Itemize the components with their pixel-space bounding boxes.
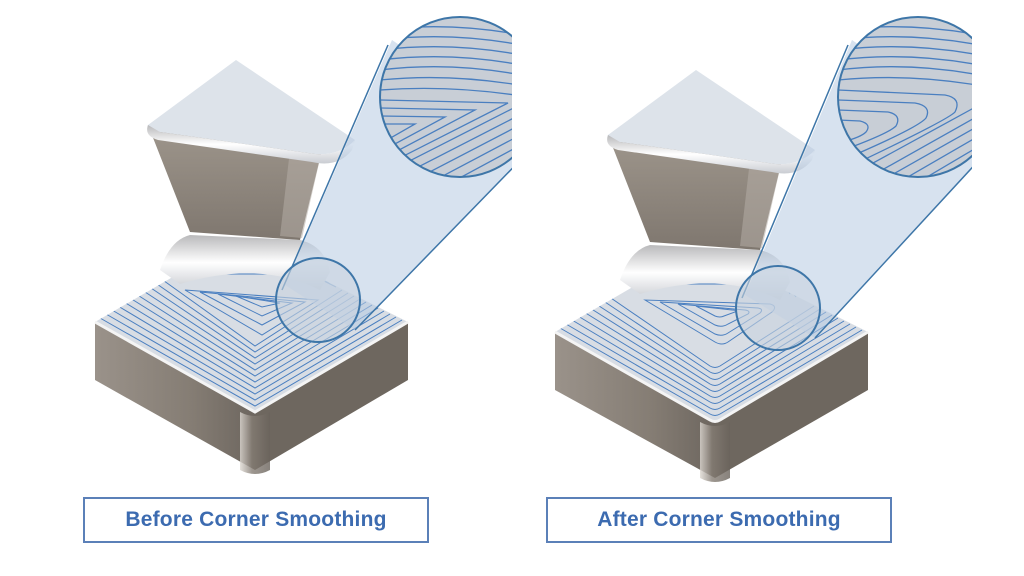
part-illustration-after xyxy=(554,16,972,482)
panel-before: Before Corner Smoothing xyxy=(83,16,512,543)
caption-before: Before Corner Smoothing xyxy=(83,497,429,543)
part-illustration-before xyxy=(94,16,512,474)
magnified-detail-after xyxy=(838,17,972,177)
panel-after: After Corner Smoothing xyxy=(460,0,972,576)
magnifier-detail-circle xyxy=(379,16,512,178)
magnifier-source-circle xyxy=(735,265,821,351)
magnifier-detail-circle xyxy=(837,16,972,178)
caption-after: After Corner Smoothing xyxy=(546,497,892,543)
magnifier-source-circle xyxy=(275,257,361,343)
